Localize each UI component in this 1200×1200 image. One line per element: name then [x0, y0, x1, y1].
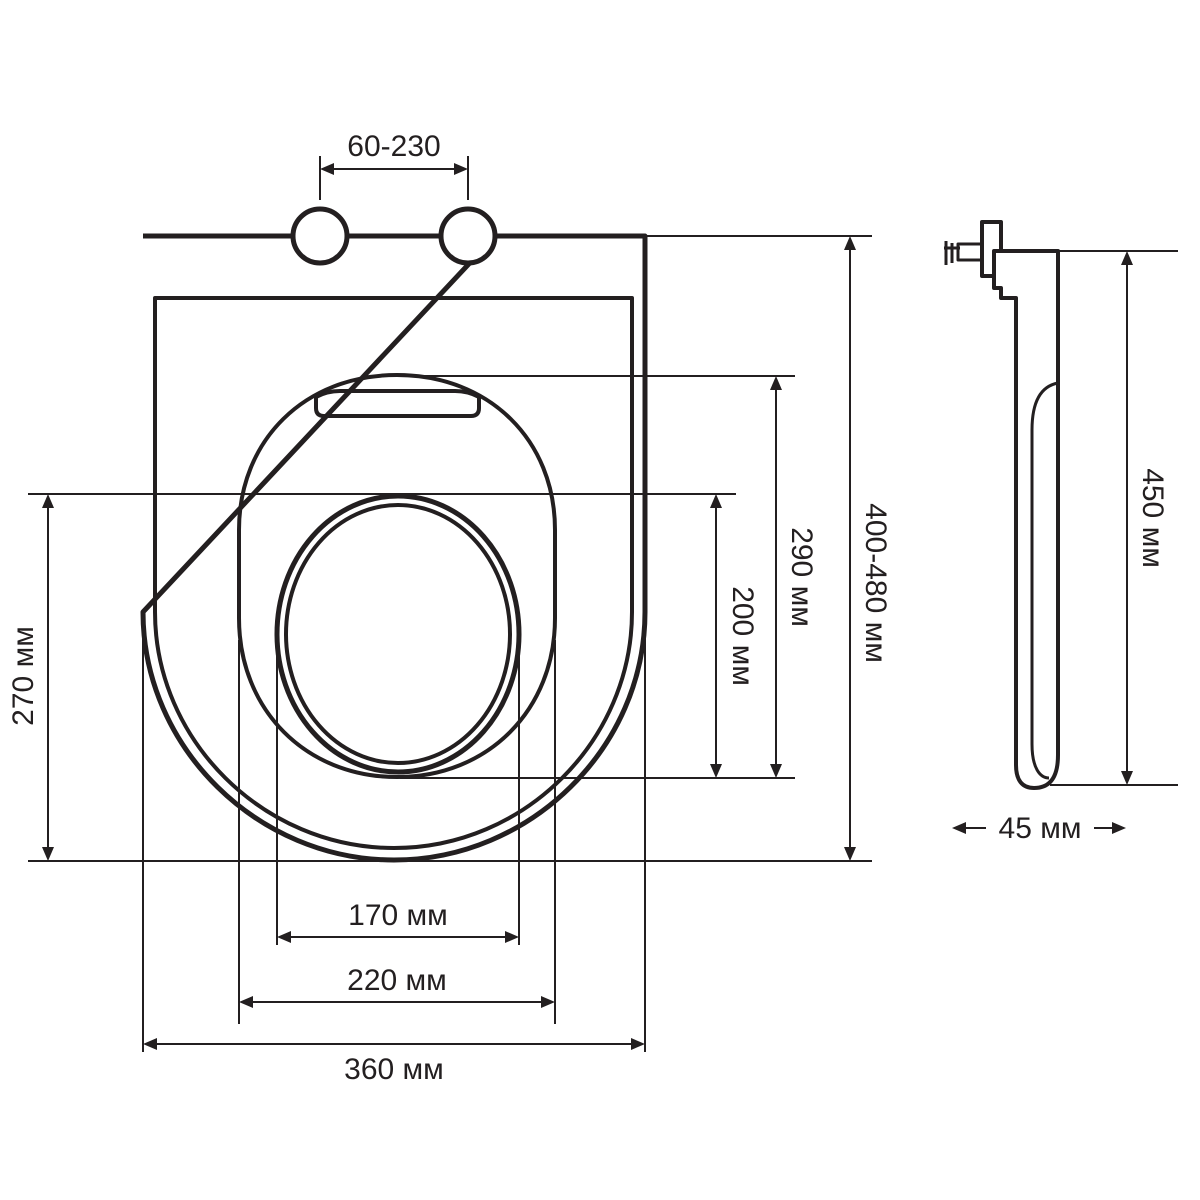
seat-inner-width-dimension: 220 мм: [238, 640, 556, 1024]
opening-length-label: 200 мм: [726, 586, 759, 686]
side-profile-inner: [1030, 381, 1059, 780]
total-length-label: 400-480 мм: [859, 503, 892, 663]
lid-outline: [237, 373, 557, 779]
hinge-distance-dimension: 60-230: [319, 130, 469, 200]
side-hinge-bolt-icon: [944, 220, 1003, 278]
seat-outer-outline: [140, 233, 648, 863]
side-profile-outline: [992, 249, 1060, 790]
side-length-label: 450 мм: [1136, 468, 1169, 568]
total-width-dimension: 360 мм: [142, 612, 646, 1086]
opening-width-label: 170 мм: [348, 899, 448, 932]
lid-handle: [314, 389, 481, 418]
seat-opening: [274, 493, 522, 775]
total-length-dimension: 400-480 мм: [28, 235, 892, 862]
side-thickness-label: 45 мм: [999, 812, 1082, 845]
right-hinge-icon: [438, 206, 498, 266]
lid-length-dimension: 290 мм: [397, 375, 818, 779]
total-width-label: 360 мм: [344, 1053, 444, 1086]
opening-length-dimension: 200 мм: [28, 493, 759, 778]
seat-rim-outline: [153, 296, 634, 850]
hinge-distance-label: 60-230: [347, 130, 440, 163]
seat-length-label: 270 мм: [7, 626, 40, 726]
opening-width-dimension: 170 мм: [276, 640, 520, 945]
seat-length-dimension: 270 мм: [7, 494, 54, 861]
left-hinge-icon: [290, 206, 350, 266]
side-thickness-dimension: 45 мм: [952, 812, 1126, 845]
seat-inner-width-label: 220 мм: [347, 964, 447, 997]
side-length-dimension: 450 мм: [1050, 250, 1178, 786]
lid-length-label: 290 мм: [785, 527, 818, 627]
seat-opening-inner: [284, 503, 512, 765]
